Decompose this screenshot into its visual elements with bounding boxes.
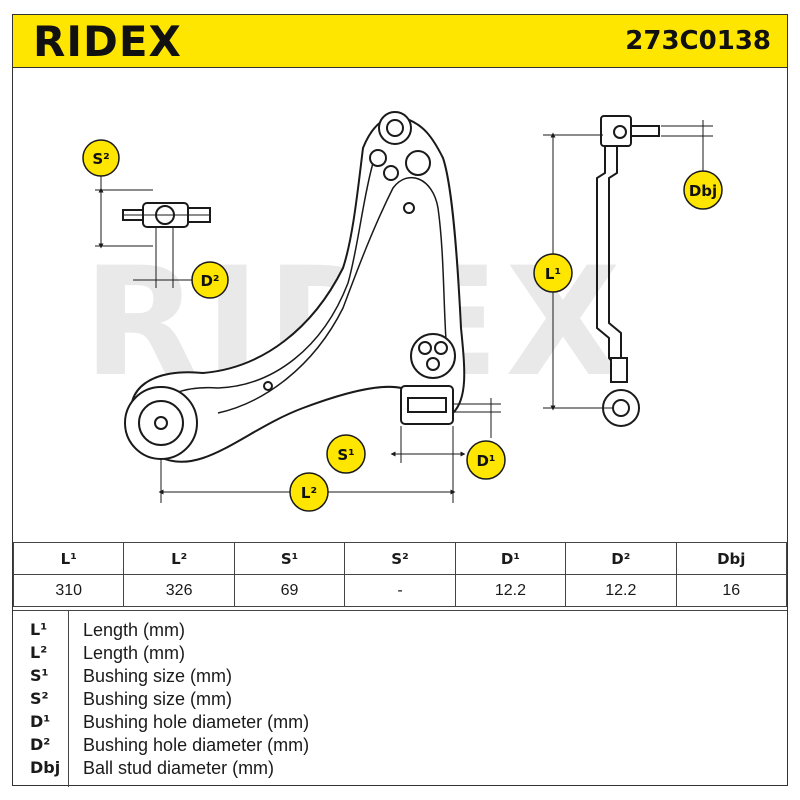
- badge-dbj: Dbj: [683, 170, 723, 210]
- legend-symbol: L¹: [30, 620, 48, 639]
- control-arm: [124, 111, 466, 463]
- legend-item: L² Length (mm): [13, 642, 787, 664]
- legend-item: Dbj Ball stud diameter (mm): [13, 757, 787, 779]
- svg-text:S²: S²: [92, 150, 109, 168]
- side-bushing-detail: [122, 202, 211, 228]
- legend-divider: [68, 611, 69, 787]
- legend-symbol: L²: [30, 643, 48, 662]
- spec-value-dbj: 16: [675, 574, 788, 607]
- legend-item: L¹ Length (mm): [13, 619, 787, 641]
- diagram-drawing: S² D² Dbj L¹ S¹ D¹: [82, 111, 723, 512]
- legend-symbol: S²: [30, 689, 49, 708]
- legend-item: S² Bushing size (mm): [13, 688, 787, 710]
- spec-value-row: 310 326 69 - 12.2 12.2 16: [12, 574, 788, 607]
- spec-table: L¹ L² S¹ S² D¹ D² Dbj 310 326 69 - 12.2 …: [12, 542, 788, 607]
- svg-text:L²: L²: [301, 484, 317, 502]
- svg-text:L¹: L¹: [545, 265, 561, 283]
- svg-text:D¹: D¹: [476, 452, 495, 470]
- spec-value-l1: 310: [12, 574, 125, 607]
- legend-description: Ball stud diameter (mm): [83, 758, 275, 778]
- legend-symbol: S¹: [30, 666, 49, 685]
- spec-header-l2: L²: [123, 542, 235, 575]
- legend-item: D¹ Bushing hole diameter (mm): [13, 711, 787, 733]
- badge-s2: S²: [82, 139, 120, 177]
- legend-description: Length (mm): [83, 643, 186, 663]
- legend-symbol: D²: [30, 735, 51, 754]
- legend-description: Length (mm): [83, 620, 186, 640]
- legend-description: Bushing hole diameter (mm): [83, 712, 310, 732]
- brand-logo: RIDEX: [33, 17, 182, 66]
- badge-d2: D²: [191, 261, 229, 299]
- svg-text:S¹: S¹: [337, 446, 354, 464]
- legend-description: Bushing size (mm): [83, 689, 233, 709]
- legend-description: Bushing hole diameter (mm): [83, 735, 310, 755]
- spec-header-s2: S²: [344, 542, 456, 575]
- spec-value-s2: -: [344, 574, 456, 607]
- legend-symbol: Dbj: [30, 758, 61, 777]
- side-profile: [596, 115, 660, 427]
- badge-l2: L²: [289, 472, 329, 512]
- spec-value-l2: 326: [123, 574, 235, 607]
- spec-header-dbj: Dbj: [675, 542, 788, 575]
- legend-description: Bushing size (mm): [83, 666, 233, 686]
- spec-header-l1: L¹: [12, 542, 125, 575]
- spec-value-d1: 12.2: [454, 574, 567, 607]
- legend-item: S¹ Bushing size (mm): [13, 665, 787, 687]
- svg-text:D²: D²: [200, 272, 219, 290]
- spec-header-s1: S¹: [233, 542, 346, 575]
- spec-header-d2: D²: [565, 542, 677, 575]
- spec-value-d2: 12.2: [565, 574, 677, 607]
- badge-l1: L¹: [533, 253, 573, 293]
- badge-d1: D¹: [466, 440, 506, 480]
- legend-item: D² Bushing hole diameter (mm): [13, 734, 787, 756]
- spec-header-d1: D¹: [454, 542, 567, 575]
- part-number: 273C0138: [625, 26, 771, 56]
- legend: L¹ Length (mm) L² Length (mm) S¹ Bushing…: [13, 610, 787, 787]
- spec-value-s1: 69: [233, 574, 346, 607]
- header-bar: RIDEX 273C0138: [13, 15, 787, 68]
- legend-symbol: D¹: [30, 712, 51, 731]
- badge-s1: S¹: [326, 434, 366, 474]
- technical-diagram: RIDEX: [13, 68, 787, 540]
- outer-frame: [12, 14, 788, 786]
- spec-header-row: L¹ L² S¹ S² D¹ D² Dbj: [12, 542, 788, 575]
- svg-text:Dbj: Dbj: [689, 182, 717, 200]
- dimension-badges: S² D² Dbj L¹ S¹ D¹: [82, 139, 723, 512]
